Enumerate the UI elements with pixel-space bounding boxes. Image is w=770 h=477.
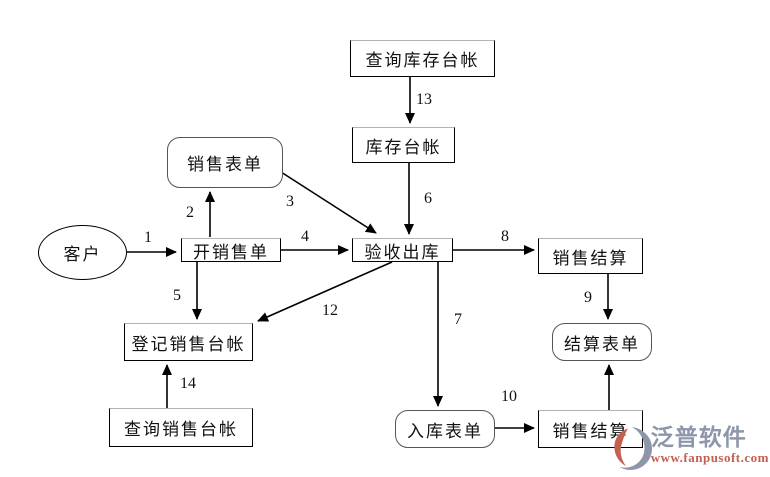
node-sales-settlement-top: 销售结算 — [538, 238, 643, 274]
edge-label-10: 10 — [501, 388, 517, 405]
node-settlement-form-label: 结算表单 — [564, 334, 640, 354]
edge-label-9: 9 — [584, 289, 592, 306]
node-acceptance-outbound: 验收出库 — [352, 238, 453, 262]
node-customer: 客户 — [38, 225, 127, 280]
node-create-sales-order: 开销售单 — [181, 238, 281, 262]
node-inbound-form-label: 入库表单 — [407, 421, 483, 441]
edge-label-3: 3 — [286, 193, 294, 210]
node-sales-form-label: 销售表单 — [187, 155, 263, 174]
edge-label-13: 13 — [416, 91, 432, 108]
watermark-brand: 泛普软件 — [650, 425, 747, 450]
node-query-inventory-ledger: 查询库存台帐 — [350, 40, 495, 77]
edge-label-12: 12 — [322, 302, 338, 319]
node-inventory-ledger: 库存台帐 — [352, 127, 455, 163]
node-query-inventory-ledger-label: 查询库存台帐 — [365, 51, 480, 70]
node-sales-settlement-bottom: 销售结算 — [538, 410, 643, 448]
node-inbound-form: 入库表单 — [395, 410, 495, 448]
node-inventory-ledger-label: 库存台帐 — [365, 137, 442, 157]
watermark-url[interactable]: www.fanpusoft.com — [650, 450, 769, 465]
node-create-sales-order-label: 开销售单 — [193, 242, 269, 262]
node-settlement-form: 结算表单 — [552, 323, 652, 361]
arrow-12 — [257, 261, 393, 322]
fanpu-logo-icon — [614, 427, 652, 470]
node-acceptance-outbound-label: 验收出库 — [364, 242, 441, 262]
node-query-sales-ledger: 查询销售台帐 — [109, 408, 253, 447]
node-sales-settlement-top-label: 销售结算 — [552, 248, 629, 268]
watermark: 泛普软件 www.fanpusoft.com — [613, 426, 769, 471]
edge-label-6: 6 — [424, 190, 432, 207]
edge-label-4: 4 — [301, 228, 309, 245]
arrow-3 — [280, 171, 377, 234]
node-sales-form: 销售表单 — [167, 137, 283, 188]
edge-label-5: 5 — [173, 287, 181, 304]
edge-label-8: 8 — [501, 228, 509, 245]
edge-label-14: 14 — [180, 375, 196, 392]
node-sales-settlement-bottom-label: 销售结算 — [552, 421, 629, 441]
edge-label-2: 2 — [186, 204, 194, 221]
edge-label-7: 7 — [454, 311, 462, 328]
node-register-sales-ledger-label: 登记销售台帐 — [131, 334, 246, 354]
edge-label-1: 1 — [144, 229, 152, 246]
node-query-sales-ledger-label: 查询销售台帐 — [124, 420, 238, 439]
node-register-sales-ledger: 登记销售台帐 — [124, 323, 253, 361]
node-customer-label: 客户 — [63, 245, 102, 264]
